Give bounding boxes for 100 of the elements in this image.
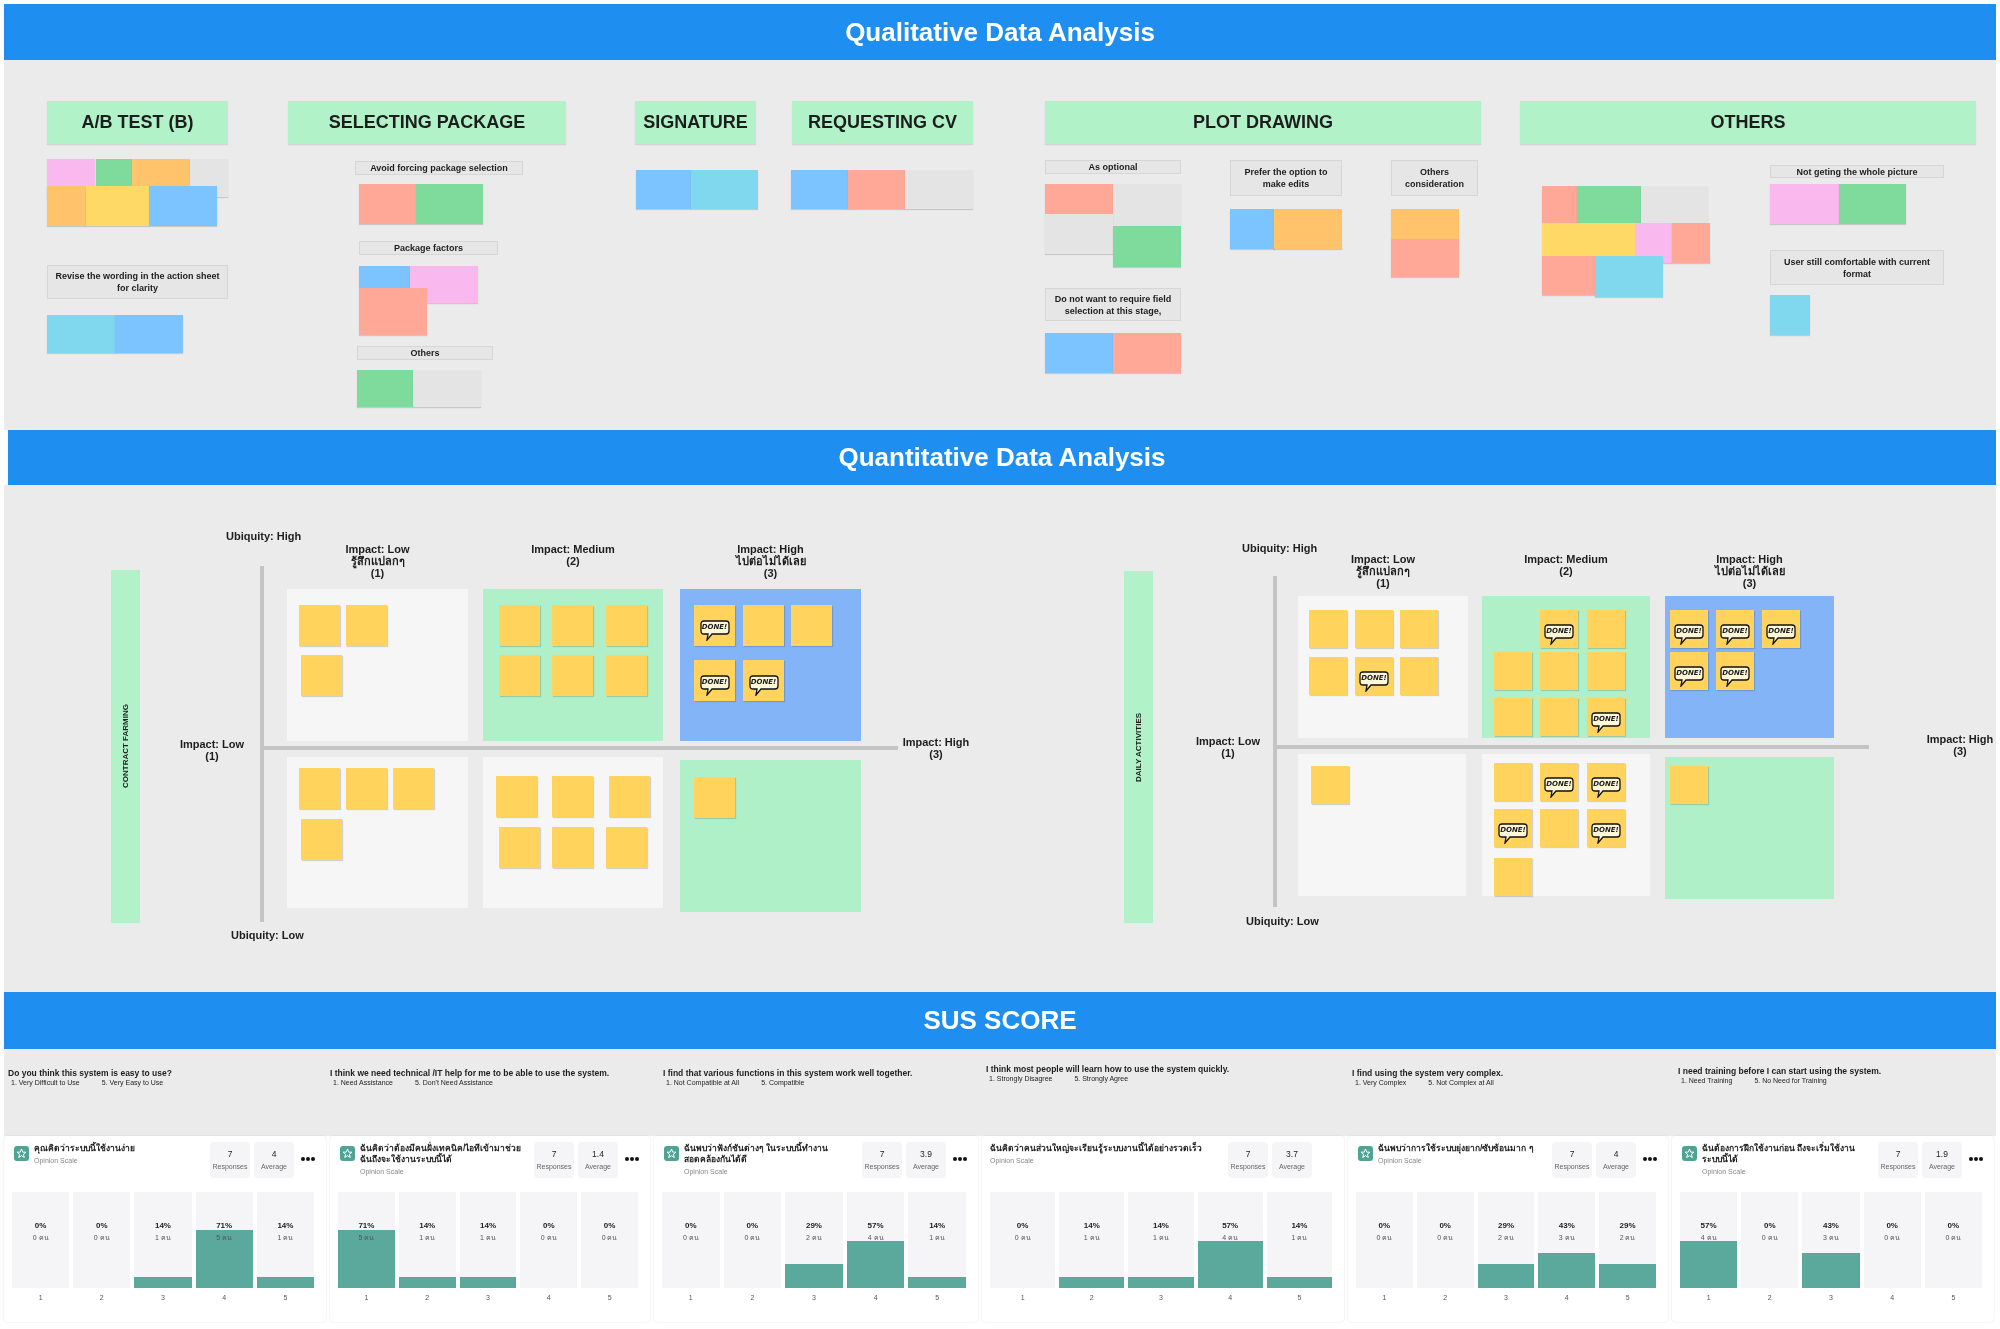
category-header: SIGNATURE — [635, 101, 756, 144]
quadrant-box — [1665, 757, 1834, 899]
subheading-box: Prefer the option to make edits — [1230, 160, 1342, 196]
card-title: ฉันคิดว่าคนส่วนใหญ่จะเรียนรู้ระบบงานนี้ได้อย่างรวดเร็ว — [990, 1143, 1203, 1154]
card-title: ฉันคิดว่าต้องมีคนฝั่งเทคนิค/ไอทีเข้ามาช่วย ฉันถึงจะใช้งานระบบนี้ได้ — [360, 1143, 523, 1165]
quadrant-box — [1298, 754, 1466, 896]
percent-label: 0% — [602, 1220, 617, 1230]
percent-label: 0% — [95, 1220, 109, 1230]
bar-column — [398, 1192, 456, 1288]
percent-label: 14% — [418, 1220, 437, 1230]
percent-label: 0% — [684, 1220, 698, 1230]
side-band: CONTRACT FARMING — [111, 570, 140, 923]
question-text: I think most people will learn how to use the system quickly. — [986, 1064, 1230, 1074]
bar-column — [1599, 1192, 1656, 1288]
percent-label: 0% — [1015, 1220, 1030, 1230]
percent-label: 14% — [1082, 1220, 1101, 1230]
percent-label: 29% — [804, 1220, 823, 1230]
bar-column — [1266, 1192, 1332, 1288]
stat-value: 7 — [226, 1149, 234, 1159]
percent-label: 14% — [1290, 1220, 1309, 1230]
survey-card — [4, 1136, 326, 1322]
column-heading: Impact: Low รู้สึกแปลกๆ (1) — [344, 543, 411, 579]
question-text: I think we need technical /IT help for me to be able to use the system. — [330, 1068, 610, 1078]
survey-card — [1348, 1136, 1668, 1322]
quadrant-box — [287, 757, 468, 908]
bar-column — [338, 1192, 395, 1288]
bar-column — [908, 1192, 966, 1288]
percent-label: 57% — [866, 1220, 885, 1230]
axis-label: Impact: High (3) — [1925, 733, 1995, 757]
percent-label: 57% — [1221, 1220, 1240, 1230]
percent-label: 0% — [1763, 1220, 1777, 1230]
stat-value: 4 — [1612, 1149, 1620, 1159]
bar-column — [1477, 1192, 1535, 1288]
stat-value: 3.7 — [1285, 1149, 1299, 1159]
stat-value: 7 — [1894, 1149, 1902, 1159]
stat-value: 7 — [1244, 1149, 1252, 1159]
stat-value: 7 — [550, 1149, 558, 1159]
axis-label: Impact: Low (1) — [178, 738, 246, 762]
percent-label: 14% — [928, 1220, 947, 1230]
axis-label: Ubiquity: Low — [231, 929, 304, 941]
percent-label: 43% — [1821, 1220, 1840, 1230]
bar-column — [785, 1192, 843, 1288]
quadrant-box — [680, 589, 861, 741]
axis-label: Impact: High (3) — [901, 736, 971, 760]
subheading-box: Do not want to require field selection at this stage, — [1045, 288, 1181, 321]
subheading-box: Avoid forcing package selection — [355, 161, 523, 175]
percent-label: 29% — [1618, 1220, 1637, 1230]
percent-label: 43% — [1557, 1220, 1576, 1230]
bar-column — [846, 1192, 905, 1288]
survey-card — [982, 1136, 1344, 1322]
subheading-box: Revise the wording in the action sheet for clarity — [47, 265, 228, 299]
question-text: I find using the system very complex. — [1352, 1068, 1504, 1078]
section-title-bar: Qualitative Data Analysis — [4, 4, 1996, 60]
bar-column — [195, 1192, 253, 1288]
question-text: I find that various functions in this system work well together. — [663, 1068, 913, 1078]
percent-label: 71% — [215, 1220, 234, 1230]
percent-label: 0% — [1885, 1220, 1899, 1230]
percent-label: 0% — [1438, 1220, 1452, 1230]
subheading-box: Others consideration — [1391, 160, 1478, 196]
percent-label: 14% — [276, 1220, 295, 1230]
bar-column — [1197, 1192, 1263, 1288]
column-heading: Impact: High ไปต่อไม่ได้เลย (3) — [1713, 553, 1786, 589]
bar-column — [459, 1192, 517, 1288]
card-title: คุณคิดว่าระบบนี้ใช้งานง่าย — [34, 1143, 136, 1154]
percent-label: 0% — [1946, 1220, 1961, 1230]
axis-label: Ubiquity: Low — [1246, 915, 1319, 927]
section-title-bar: SUS SCORE — [4, 992, 1996, 1049]
column-heading: Impact: Medium (2) — [1523, 553, 1609, 577]
column-heading: Impact: Low รู้สึกแปลกๆ (1) — [1350, 553, 1416, 589]
card-title: ฉันต้องการฝึกใช้งานก่อน ถึงจะเริ่มใช้งานระบบนี้ได้ — [1702, 1143, 1857, 1165]
quadrant-box — [1665, 596, 1834, 738]
bar-column — [1538, 1192, 1596, 1288]
percent-label: 14% — [1151, 1220, 1170, 1230]
bar-column — [134, 1192, 192, 1288]
quadrant-box — [483, 757, 663, 908]
quadrant-box — [680, 760, 861, 912]
survey-card — [330, 1136, 650, 1322]
column-heading: Impact: Medium (2) — [530, 543, 616, 567]
stat-value: 1.4 — [591, 1149, 605, 1159]
quadrant-box — [1482, 754, 1650, 896]
card-title: ฉันพบว่าฟังก์ชันต่างๆ ในระบบนี้ทำงานสอดคล้องกันได้ดี — [684, 1143, 830, 1165]
quadrant-box — [1482, 596, 1650, 738]
percent-label: 0% — [542, 1220, 556, 1230]
bar-column — [256, 1192, 314, 1288]
axis-label: Ubiquity: High — [226, 530, 302, 542]
quadrant-box — [1298, 596, 1468, 738]
percent-label: 14% — [479, 1220, 497, 1230]
quadrant-box — [287, 589, 468, 741]
subheading-box: Others — [357, 346, 493, 360]
category-header: SELECTING PACKAGE — [288, 101, 566, 144]
percent-label: 71% — [357, 1220, 376, 1230]
percent-label: 0% — [745, 1220, 760, 1230]
question-text: I need training before I can start using the system. — [1678, 1066, 1882, 1076]
category-header: A/B TEST (B) — [47, 101, 228, 144]
axis-label: Impact: Low (1) — [1194, 735, 1262, 759]
stat-value: 3.9 — [919, 1149, 933, 1159]
axis-label: Ubiquity: High — [1242, 542, 1318, 554]
section-title-bar: Quantitative Data Analysis — [8, 430, 1996, 485]
quadrant-box — [483, 589, 663, 741]
category-header: OTHERS — [1520, 101, 1976, 144]
